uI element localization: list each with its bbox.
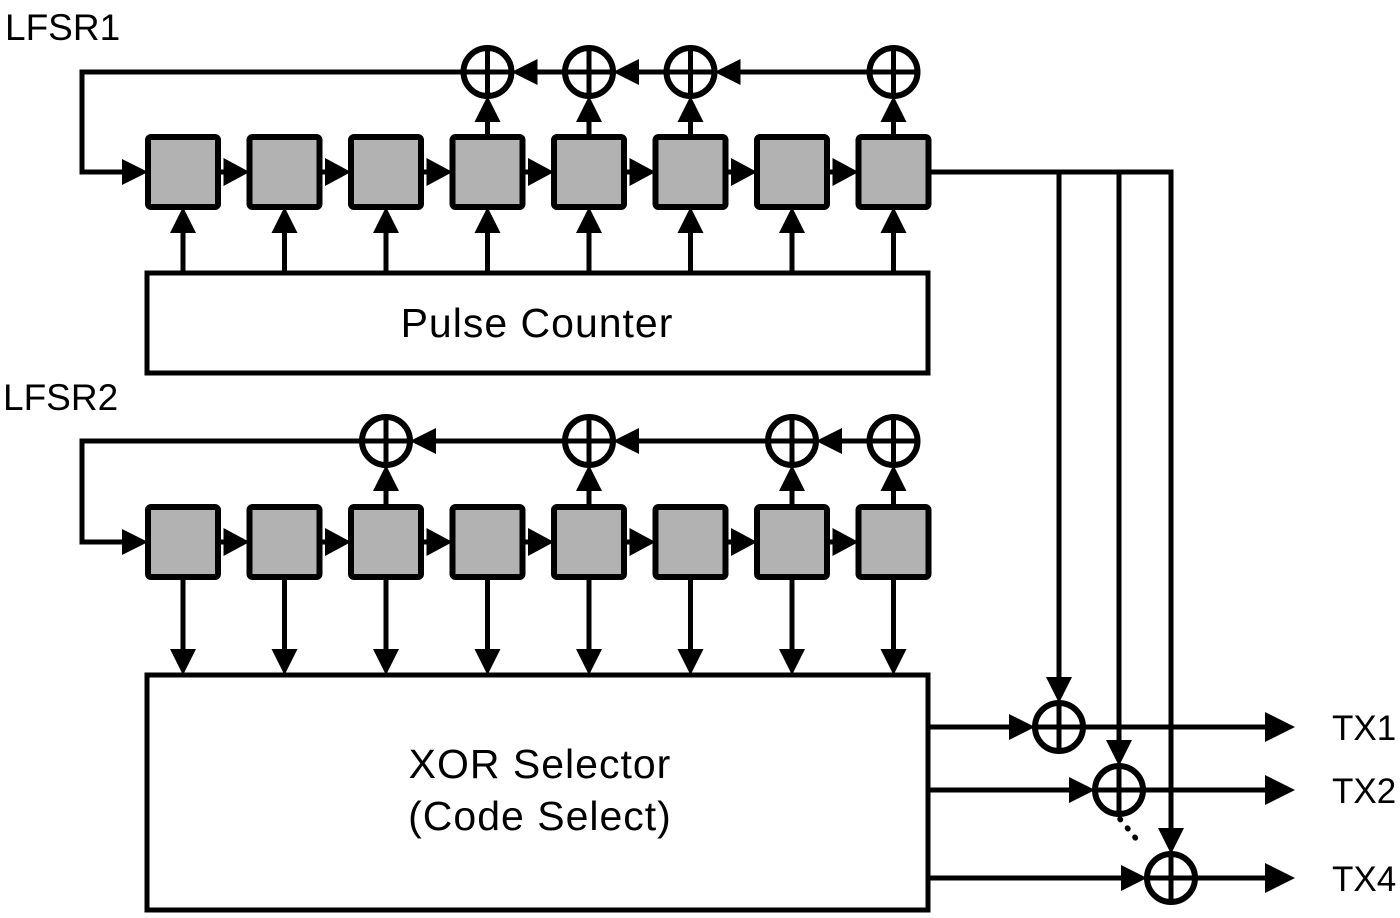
pulse-counter-label: Pulse Counter xyxy=(401,300,674,346)
xor-selector-label-line2: (Code Select) xyxy=(408,793,672,839)
lfsr1-shift-arrow-1-head xyxy=(223,158,250,186)
pulse-counter-arrow-6-head xyxy=(677,207,704,233)
pulse-counter-arrow-3-head xyxy=(373,207,399,233)
lfsr2-cell-8 xyxy=(855,504,932,580)
lfsr1-tap-arrow-8-head xyxy=(880,96,907,122)
tx4-selector-out-arrow-head xyxy=(1121,865,1147,891)
lfsr2-feedback-in-arrow-head xyxy=(122,529,148,555)
selector-in-arrow-5-head xyxy=(576,649,602,675)
xor-selector: XOR Selector (Code Select) xyxy=(144,577,931,913)
lfsr2-shift-arrow-1-head xyxy=(223,528,250,556)
lfsr1-tap-xor-8 xyxy=(866,45,921,99)
lfsr2-cell-6 xyxy=(652,504,729,580)
lfsr2-tap-xor-3 xyxy=(359,414,413,468)
tx4-xor-gate xyxy=(1144,851,1198,905)
selector-in-arrow-7-head xyxy=(779,649,805,675)
tx4-drop-arrow-head xyxy=(1158,828,1184,854)
selector-in-arrow-3-head xyxy=(373,649,399,675)
lfsr1-shift-arrow-6-head xyxy=(731,158,757,186)
lfsr1-tap-xor-6 xyxy=(663,45,718,99)
tx1-label: TX1 xyxy=(1332,709,1396,748)
lfsr1-title: LFSR1 xyxy=(5,7,120,48)
lfsr1-cell-2 xyxy=(246,134,323,210)
lfsr1-chain-arrow-5-head xyxy=(613,59,639,85)
lfsr1-shift-arrow-2-head xyxy=(325,158,351,186)
lfsr1-shift-arrow-7-head xyxy=(832,158,859,186)
lfsr2-cell-2 xyxy=(246,504,323,580)
lfsr1-tap-arrow-4-head xyxy=(474,96,501,122)
selector-in-arrow-2-head xyxy=(271,649,298,675)
pulse-counter-arrow-2-head xyxy=(271,207,298,233)
lfsr2-tap-xor-8 xyxy=(866,414,921,468)
lfsr1-cell-1 xyxy=(145,134,221,210)
lfsr2-cell-3 xyxy=(348,504,424,580)
lfsr2-chain-arrow-5-head xyxy=(613,428,639,454)
lfsr1-shift-arrow-3-head xyxy=(426,158,453,186)
lfsr2-cell-5 xyxy=(551,504,627,580)
lfsr2-cell-4 xyxy=(449,504,526,580)
tx2-selector-out-arrow-head xyxy=(1069,777,1095,803)
tx1-output-arrow-head xyxy=(1265,712,1295,742)
tx1-selector-out-arrow-head xyxy=(1009,714,1035,740)
selector-in-arrow-8-head xyxy=(880,649,907,675)
tx1-drop-arrow-head xyxy=(1046,677,1072,703)
output-stage: TX1 TX2 TX4 xyxy=(928,169,1396,905)
lfsr2-tap-xor-7 xyxy=(765,414,819,468)
lfsr2-tap-arrow-7-head xyxy=(779,465,805,491)
lfsr2-tap-arrow-8-head xyxy=(880,465,907,491)
lfsr2-tap-arrow-5-head xyxy=(576,465,602,491)
selector-in-arrow-1-head xyxy=(170,649,196,675)
lfsr2-shift-arrow-2-head xyxy=(325,528,351,556)
lfsr1-tap-xor-4 xyxy=(460,45,515,99)
xor-selector-label-line1: XOR Selector xyxy=(409,741,672,787)
tx4-label: TX4 xyxy=(1332,860,1396,899)
lfsr1-feedback-in-arrow-head xyxy=(122,159,148,185)
pulse-counter-arrow-1-head xyxy=(170,207,196,233)
lfsr2-shift-arrow-4-head xyxy=(528,528,554,556)
lfsr1-cell-4 xyxy=(449,134,526,210)
lfsr1-cell-8 xyxy=(855,134,932,210)
lfsr1-cell-6 xyxy=(652,134,729,210)
lfsr1-chain-arrow-6-head xyxy=(714,59,741,85)
lfsr1-tap-xor-5 xyxy=(562,45,616,99)
pulse-counter-arrow-7-head xyxy=(779,207,805,233)
lfsr1-cell-7 xyxy=(754,134,830,210)
lfsr1-shift-arrow-4-head xyxy=(528,158,554,186)
lfsr1-tap-arrow-6-head xyxy=(677,96,704,122)
lfsr2-chain-arrow-3-head xyxy=(410,428,436,454)
pulse-counter: Pulse Counter xyxy=(144,207,931,376)
lfsr1-cell-3 xyxy=(348,134,424,210)
tx2-label: TX2 xyxy=(1332,772,1396,811)
lfsr1-cell-5 xyxy=(551,134,627,210)
tx2-xor-gate xyxy=(1092,763,1146,817)
tx3-ellipsis-dots xyxy=(1117,816,1145,849)
tx2-drop-arrow-head xyxy=(1106,740,1132,766)
selector-in-arrow-6-head xyxy=(677,649,704,675)
lfsr1-tap-arrow-5-head xyxy=(576,96,602,122)
pulse-counter-arrow-4-head xyxy=(474,207,501,233)
xor-selector-box xyxy=(144,672,931,913)
lfsr2-shift-arrow-5-head xyxy=(629,528,656,556)
lfsr2-shift-register xyxy=(79,414,932,580)
lfsr2-shift-arrow-6-head xyxy=(731,528,757,556)
lfsr2-chain-arrow-7-head xyxy=(816,428,842,454)
tx1-xor-gate xyxy=(1032,700,1086,754)
tx4-output-arrow-head xyxy=(1265,863,1295,893)
pulse-counter-arrow-8-head xyxy=(880,207,907,233)
lfsr2-cell-7 xyxy=(754,504,830,580)
lfsr1-shift-register xyxy=(79,45,932,210)
lfsr2-tap-arrow-3-head xyxy=(373,465,399,491)
lfsr2-tap-xor-5 xyxy=(562,414,616,468)
pulse-counter-box xyxy=(144,270,931,376)
lfsr2-shift-arrow-3-head xyxy=(426,528,453,556)
selector-in-arrow-4-head xyxy=(474,649,501,675)
lfsr2-title: LFSR2 xyxy=(3,377,118,418)
lfsr2-shift-arrow-7-head xyxy=(832,528,859,556)
lfsr2-cell-1 xyxy=(145,504,221,580)
lfsr1-chain-arrow-4-head xyxy=(511,59,538,85)
lfsr1-shift-arrow-5-head xyxy=(629,158,656,186)
pulse-counter-arrow-5-head xyxy=(576,207,602,233)
tx2-output-arrow-head xyxy=(1265,775,1295,805)
